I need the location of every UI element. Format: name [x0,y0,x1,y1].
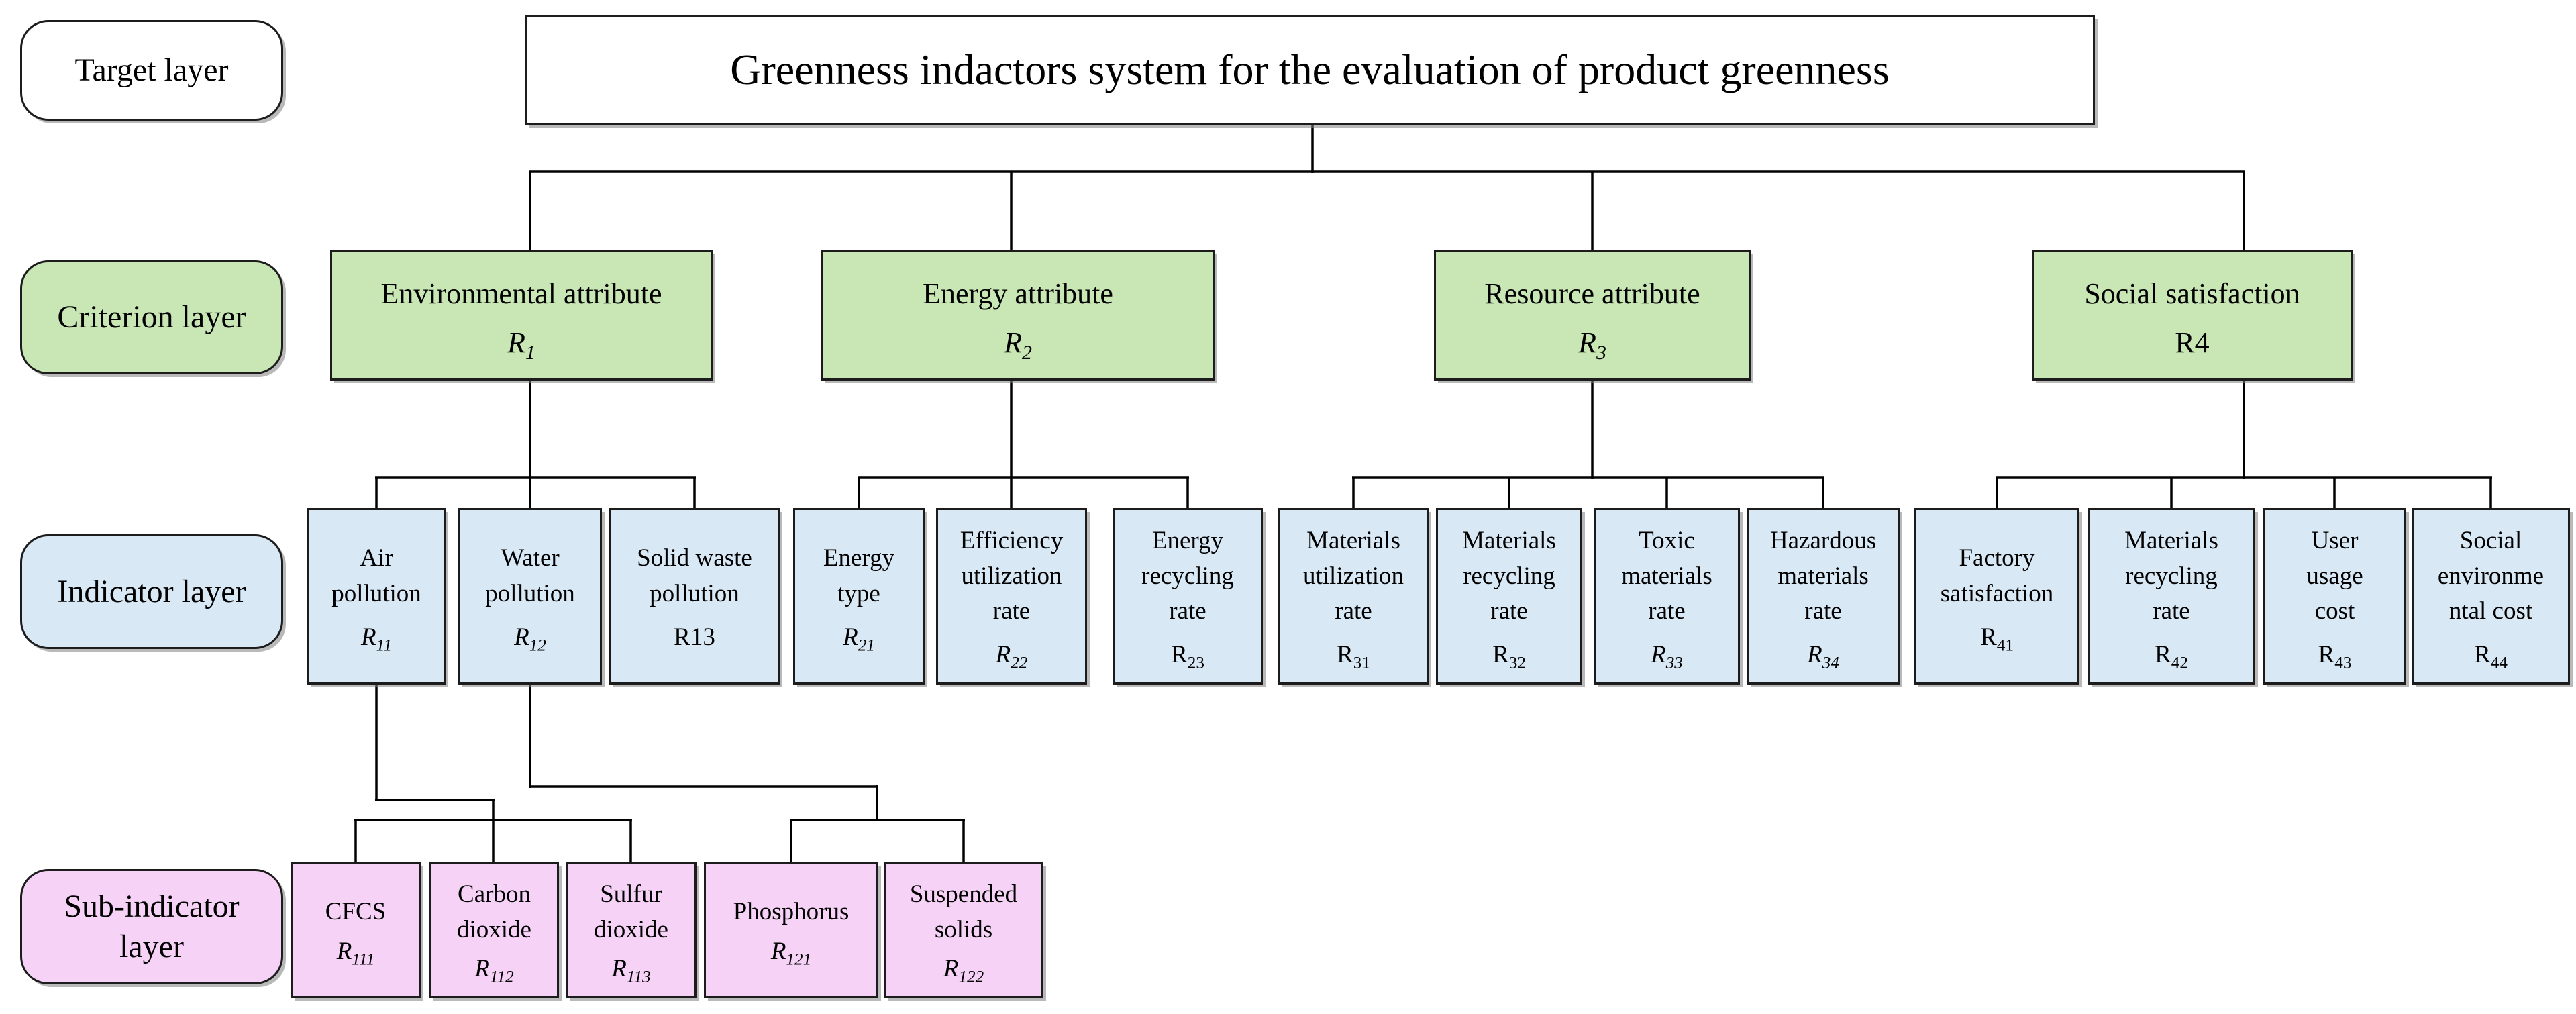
indicator-box-energy-recycling-rate: Energy recycling rate R23 [1113,508,1263,685]
criterion-box-resource-attribute: Resource attribute R3 [1434,250,1751,381]
indicator-name: Energy type [823,544,895,607]
criterion-box-energy-attribute: Energy attribute R2 [821,250,1215,381]
indicator-name: Toxic materials rate [1621,527,1712,625]
sub-indicator-name: Phosphorus [733,898,849,926]
criterion-name: Resource attribute [1484,276,1700,310]
criterion-name: Energy attribute [923,276,1113,310]
indicator-code: R32 [1492,640,1526,672]
sub-indicator-box-sulfur-dioxide: Sulfur dioxide R113 [566,862,697,998]
indicator-name: Materials utilization rate [1302,527,1404,625]
indicator-name: Solid waste pollution [637,544,752,607]
sub-indicator-name: CFCS [325,898,387,926]
criterion-code: R2 [1004,325,1032,364]
sub-indicator-code: R113 [611,955,651,986]
indicator-box-solid-waste-pollution: Solid waste pollution R13 [609,508,780,685]
criterion-box-social-satisfaction: Social satisfaction R4 [2032,250,2353,381]
indicator-name: Materials recycling rate [2124,527,2218,625]
indicator-name: Social environme ntal cost [2437,527,2544,625]
indicator-box-air-pollution: Air pollution R11 [307,508,446,685]
sub-indicator-code: R112 [474,955,514,986]
indicator-box-user-usage-cost: User usage cost R43 [2263,508,2406,685]
indicator-name: Air pollution [331,544,421,607]
diagram-title: Greenness indactors system for the evalu… [730,46,1890,93]
indicator-name: Hazardous materials rate [1769,527,1877,625]
indicator-box-water-pollution: Water pollution R12 [458,508,602,685]
sub-indicator-box-phosphorus: Phosphorus R121 [704,862,878,998]
indicator-code: R41 [1980,623,2014,654]
title-box: Greenness indactors system for the evalu… [525,15,2095,125]
indicator-box-materials-utilization-rate: Materials utilization rate R31 [1278,508,1429,685]
indicator-code: R23 [1171,640,1204,672]
criterion-code: R4 [2175,325,2210,359]
indicator-box-hazardous-materials-rate: Hazardous materials rate R34 [1747,508,1900,685]
indicator-code: R11 [361,623,392,654]
sub-indicator-code: R111 [336,937,375,969]
sub-indicator-box-suspended-solids: Suspended solids R122 [884,862,1043,998]
indicator-box-materials-recycling-rate-r42: Materials recycling rate R42 [2088,508,2255,685]
layer-label-indicator-text: Indicator layer [57,573,246,609]
criterion-name: Social satisfaction [2084,276,2300,310]
indicator-box-social-environmental-cost: Social environme ntal cost R44 [2412,508,2570,685]
layer-label-sub-indicator-text: Sub-indicator layer [64,889,240,964]
indicator-box-efficiency-utilization-rate: Efficiency utilization rate R22 [936,508,1087,685]
layer-label-target: Target layer [20,20,283,121]
indicator-name: Efficiency utilization rate [960,527,1064,625]
indicator-box-energy-type: Energy type R21 [793,508,925,685]
indicator-code: R13 [674,623,715,651]
layer-label-criterion-text: Criterion layer [57,299,246,335]
layer-label-criterion: Criterion layer [20,260,283,374]
indicator-name: User usage cost [2306,527,2363,625]
indicator-code: R34 [1807,640,1839,672]
layer-label-sub-indicator: Sub-indicator layer [20,869,283,984]
criterion-box-environmental-attribute: Environmental attribute R1 [330,250,713,381]
layer-label-target-text: Target layer [74,52,229,88]
criterion-code: R1 [507,325,535,364]
indicator-name: Energy recycling rate [1141,527,1234,625]
indicator-code: R12 [514,623,546,654]
sub-indicator-box-carbon-dioxide: Carbon dioxide R112 [429,862,559,998]
indicator-code: R22 [995,640,1028,672]
indicator-code: R42 [2155,640,2188,672]
criterion-code: R3 [1578,325,1606,364]
indicator-box-toxic-materials-rate: Toxic materials rate R33 [1594,508,1740,685]
sub-indicator-name: Sulfur dioxide [594,880,668,944]
indicator-code: R31 [1337,640,1370,672]
indicator-name: Factory satisfaction [1940,544,2054,607]
sub-indicator-code: R121 [770,937,812,969]
sub-indicator-name: Suspended solids [909,880,1018,944]
indicator-code: R21 [843,623,875,654]
layer-label-indicator: Indicator layer [20,534,283,649]
indicator-name: Materials recycling rate [1462,527,1556,625]
indicator-code: R43 [2318,640,2352,672]
indicator-box-materials-recycling-rate-r32: Materials recycling rate R32 [1436,508,1582,685]
sub-indicator-name: Carbon dioxide [457,880,531,944]
indicator-box-factory-satisfaction: Factory satisfaction R41 [1914,508,2079,685]
indicator-code: R44 [2474,640,2508,672]
indicator-name: Water pollution [485,544,575,607]
sub-indicator-code: R122 [943,955,984,986]
criterion-name: Environmental attribute [380,276,662,310]
indicator-code: R33 [1651,640,1683,672]
sub-indicator-box-cfcs: CFCS R111 [291,862,421,998]
